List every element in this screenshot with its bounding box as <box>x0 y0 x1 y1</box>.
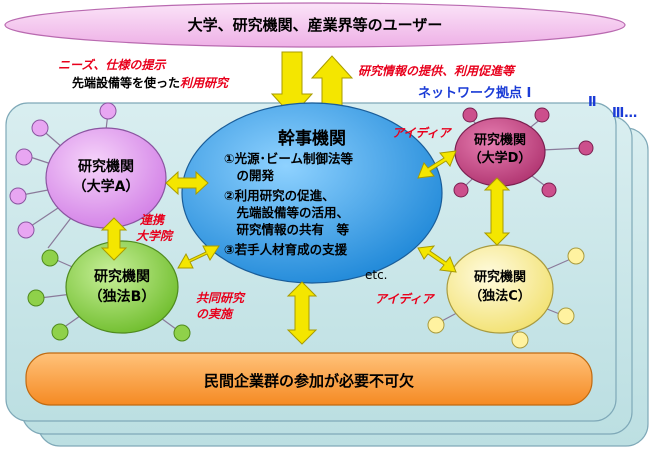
node-c-satellites <box>427 247 585 349</box>
needs-note: ニーズ、仕様の提示 <box>58 58 166 72</box>
collab-line1: 連携 <box>140 213 165 227</box>
node-b-line1: 研究機関 <box>94 269 150 285</box>
idea-top-note: アイディア <box>392 126 451 140</box>
users-ellipse <box>4 2 626 48</box>
core-title: 幹事機関 <box>278 129 346 149</box>
arrow-d-c <box>483 177 511 246</box>
core-ellipse <box>181 102 443 284</box>
arrow-core-c <box>417 245 457 273</box>
arrow-a-b <box>100 217 128 261</box>
network-layer2-label: Ⅱ <box>588 95 597 110</box>
arrow-b-core <box>177 245 220 269</box>
network-layer3-label: Ⅲ… <box>612 106 638 121</box>
node-d-line1: 研究機関 <box>473 133 526 148</box>
core-item-1: ①光源･ビーム制御法等 <box>224 151 353 166</box>
industry-label: 民間企業群の参加が必要不可欠 <box>203 372 414 390</box>
core-item-3: ③若手人材育成の支援 <box>224 242 348 257</box>
node-d-line2: （大学D） <box>468 151 532 166</box>
arrow-core-industry <box>286 281 318 345</box>
node-c-label: 研究機関 （独法C） <box>452 268 548 306</box>
node-b-ellipse <box>65 240 179 334</box>
core-item-2: ②利用研究の促進、 <box>224 188 335 203</box>
industry-box <box>25 352 593 406</box>
node-c-ellipse <box>446 244 554 334</box>
core-etc: etc. <box>365 268 388 282</box>
core-items: ①光源･ビーム制御法等 の開発 ②利用研究の促進、 先端設備等の活用、 研究情報… <box>224 150 353 258</box>
node-b-satellites <box>27 249 191 342</box>
use-equipment-prefix: 先端設備等を使った <box>72 76 181 90</box>
collab-note: 連携 大学院 <box>136 212 172 244</box>
idea-bottom-note: アイディア <box>375 292 434 306</box>
node-a-line1: 研究機関 <box>78 159 134 175</box>
core-item-1b: の開発 <box>224 168 275 183</box>
users-label: 大学、研究機関、産業界等のユーザー <box>187 16 443 34</box>
joint-note: 共同研究 の実施 <box>196 290 244 322</box>
node-c-line1: 研究機関 <box>473 270 526 285</box>
node-b-label: 研究機関 （独法B） <box>72 267 172 307</box>
collab-line2: 大学院 <box>136 229 173 243</box>
node-d-label: 研究機関 （大学D） <box>455 132 545 168</box>
node-d-satellites <box>453 107 594 198</box>
node-b-line2: （独法B） <box>88 289 156 305</box>
network-label: ネットワーク拠点 Ⅰ <box>418 86 532 101</box>
node-c-line2: （独法C） <box>469 289 531 304</box>
arrow-a-core <box>165 170 209 196</box>
arrow-core-d <box>417 150 457 179</box>
use-equipment-note: 先端設備等を使った利用研究 <box>72 74 228 91</box>
core-item-2c: 研究情報の共有 等 <box>224 222 350 237</box>
joint-line2: の実施 <box>196 307 233 321</box>
joint-line1: 共同研究 <box>196 291 245 305</box>
node-a-satellites <box>9 102 117 239</box>
node-a-line2: （大学A） <box>72 179 140 195</box>
connector-arrows <box>100 150 511 345</box>
node-a-label: 研究機関 （大学A） <box>56 157 156 197</box>
use-equipment-emph: 利用研究 <box>180 76 229 90</box>
core-item-2b: 先端設備等の活用、 <box>224 205 350 220</box>
info-provision-note: 研究情報の提供、利用促進等 <box>358 64 515 78</box>
